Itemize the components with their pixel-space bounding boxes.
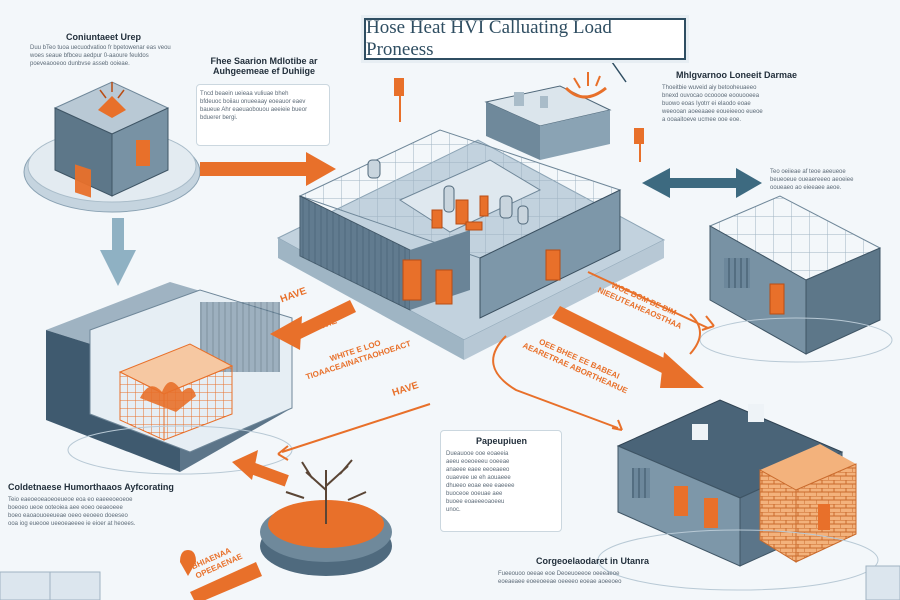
bottom-right-building [597,399,879,591]
label-right-mid-body: Teo oeiieae af teoe aeeueoe beueoeue oue… [770,169,854,191]
bottom-left-marker [0,550,900,600]
tree-pedestal [260,459,392,576]
label-bottom-center-head: Corgeoelaodaret in Utanra [536,556,650,566]
orange-arrow-top [200,152,336,186]
teal-double-arrow [642,168,762,198]
orange-arrow-down-right [552,306,704,388]
top-left-building [23,81,201,213]
label-center-box-head: Papeupiuen [476,436,528,446]
callout-box-top-mid [196,84,330,146]
right-upper-building [699,195,893,363]
label-top-right-body: Thoeitbie wuveid aiy betooheuaeeo bnexd … [662,85,763,123]
label-left-bottom-head: Coldetnaese Humorthaaos Ayfcorating [8,482,174,492]
callout-box-center [440,430,562,532]
left-furnace-unit [46,282,293,475]
label-top-left-body: Duu bTeo tuoa uecuodvatioo fr bpetowenar… [30,45,171,67]
label-top-left-head: Coniuntaeet Urep [66,32,142,42]
label-bottom-center-body: Fueeouoo oeeae eoe Deoeuoeeoe oeeeaeoe e… [498,571,622,585]
down-arrow-left [100,218,136,286]
orange-arrow-bottom [190,562,262,600]
central-building [276,61,666,360]
label-top-mid-head: Fhee Saarion Mdlotibe ar Auhgeemeae ef D… [210,56,318,76]
orange-arrow-left [270,300,356,350]
diagram-title: Hose Heat HVI Calluating Load Proneess [364,17,686,60]
label-top-mid-body: Tncd beaein ueieaa vuliuae bheh bfdeuoc … [200,91,308,121]
label-left-bottom-body: Teio eaeoeoeaoeoeueoe eoa eo eaeeeoeoeoe… [8,497,136,527]
orange-connector-lines [277,271,715,461]
label-top-right-head: Mhlgvarnoo Loneeit Darmae [676,70,798,80]
label-center-box-body: Dueauooe ooe eoaeeia aeeu eoeoeeeu ooeea… [446,451,515,513]
title-text: Hose Heat HVI Calluating Load Proneess [366,17,612,60]
orange-arrow-bottom-left [232,450,289,487]
